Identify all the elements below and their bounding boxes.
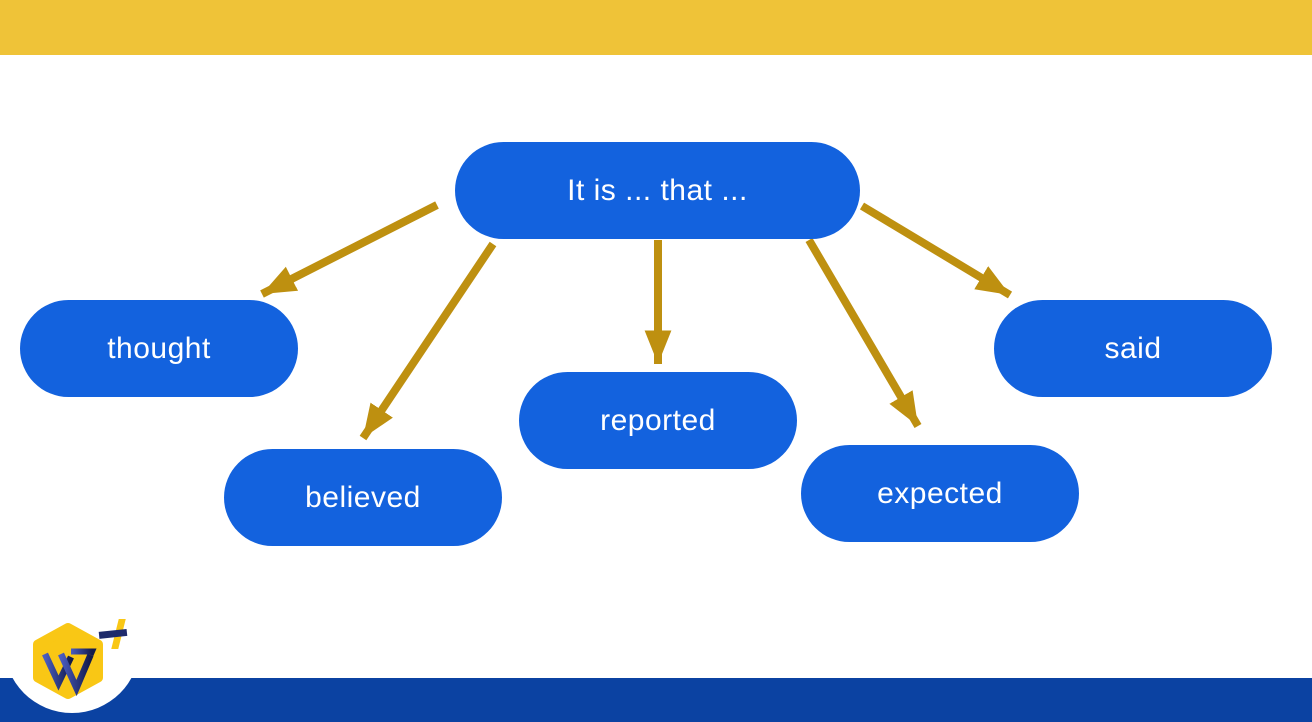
brand-logo xyxy=(33,619,128,699)
node-label: reported xyxy=(600,403,716,437)
arrow-root-to-said xyxy=(859,202,1013,299)
node-root: It is ... that ... xyxy=(455,142,860,239)
arrow-root-to-thought xyxy=(260,201,439,298)
node-label: believed xyxy=(305,480,421,514)
node-believed: believed xyxy=(224,449,502,546)
node-expected: expected xyxy=(801,445,1079,542)
node-label: It is ... that ... xyxy=(567,173,748,207)
brand-w-icon xyxy=(42,648,97,697)
node-label: said xyxy=(1104,331,1162,365)
arrow-root-to-believed xyxy=(359,241,497,441)
top-accent-bar xyxy=(0,0,1312,55)
node-thought: thought xyxy=(20,300,298,397)
node-said: said xyxy=(994,300,1272,397)
arrow-root-to-expected xyxy=(805,237,922,429)
footer-bar xyxy=(0,678,1312,722)
plus-icon xyxy=(98,619,128,649)
node-label: thought xyxy=(107,331,211,365)
node-label: expected xyxy=(877,476,1003,510)
node-reported: reported xyxy=(519,372,797,469)
